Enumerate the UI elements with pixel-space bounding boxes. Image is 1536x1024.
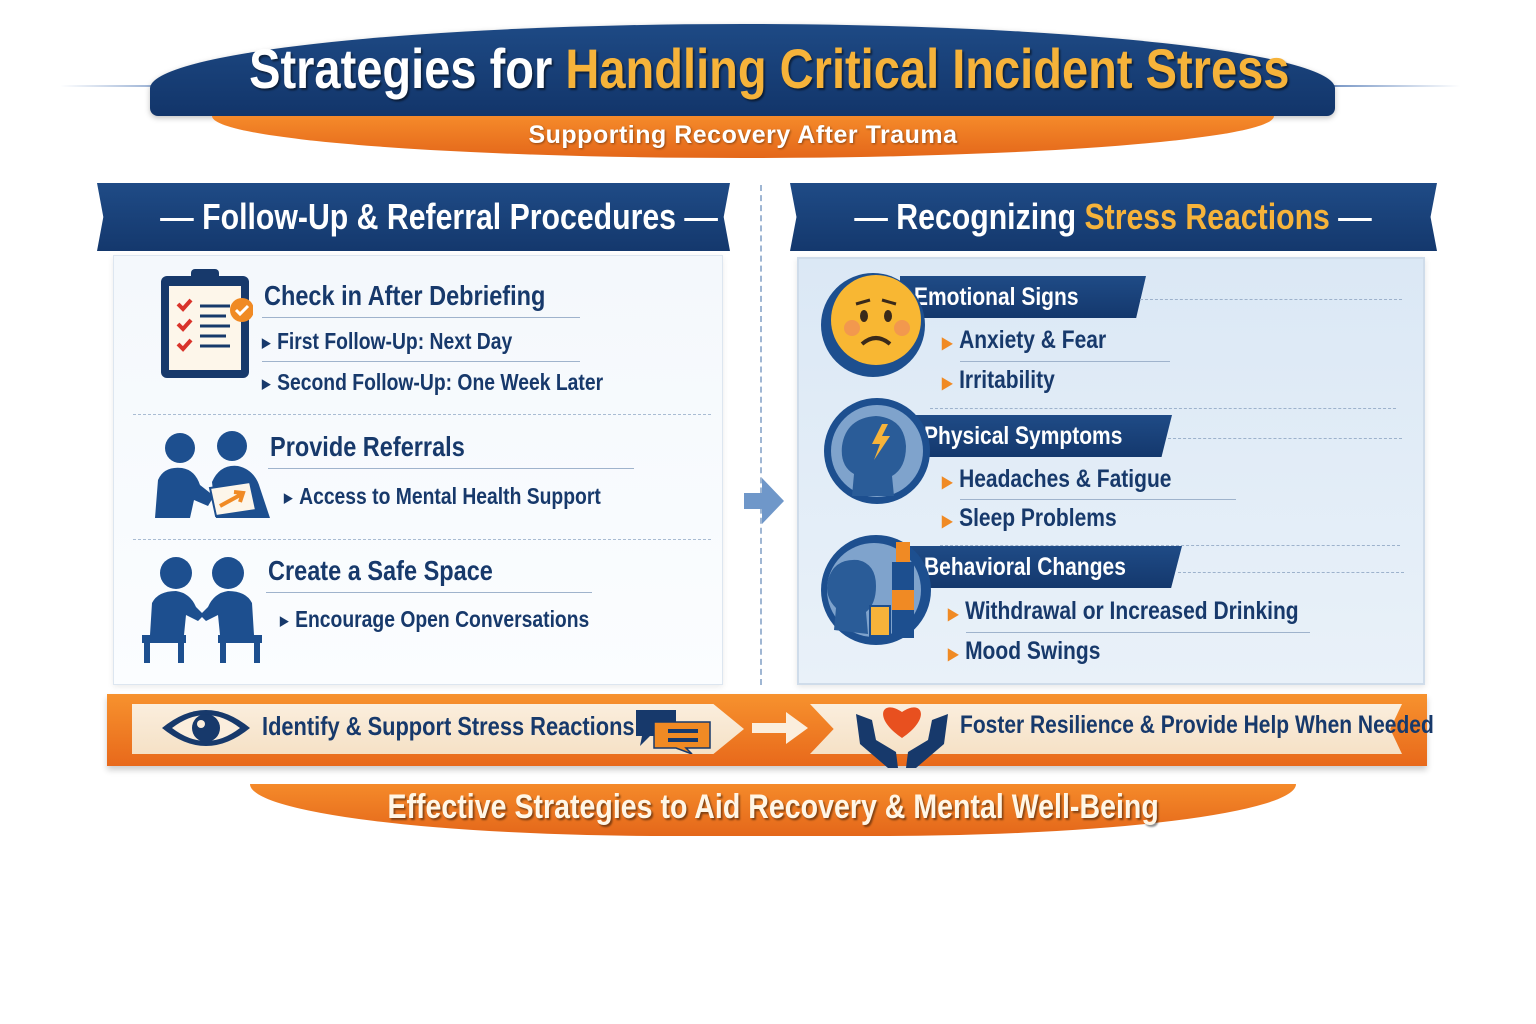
- sad-face-icon: [821, 273, 925, 377]
- footer-title: Effective Strategies to Aid Recovery & M…: [387, 788, 1159, 826]
- dash-rule: [930, 408, 1396, 409]
- divider: [960, 361, 1170, 362]
- dash-rule: [1140, 299, 1402, 300]
- right-title-plain: Recognizing: [896, 196, 1077, 237]
- clipboard-checklist-icon: [161, 269, 253, 378]
- divider: [966, 632, 1310, 633]
- triangle-bullet-icon: ▶: [942, 513, 953, 530]
- chat-bubbles-icon: [636, 710, 711, 754]
- triangle-bullet-icon: ▶: [942, 375, 953, 392]
- tag-physical-symptoms: Physical Symptoms: [910, 415, 1172, 457]
- two-people-talking-icon: [142, 557, 262, 663]
- divider: [268, 468, 634, 469]
- bullet-second-follow-up: ▶Second Follow-Up: One Week Later: [262, 369, 604, 395]
- title-highlight: Handling Critical Incident Stress: [565, 37, 1290, 100]
- person-bottle-icon: [821, 535, 931, 645]
- triangle-bullet-icon: ▶: [280, 612, 289, 628]
- bottom-right-text: Foster Resilience & Provide Help When Ne…: [960, 711, 1434, 739]
- title-plain: Strategies for: [249, 37, 553, 100]
- page-title: Strategies for Handling Critical Inciden…: [150, 36, 1335, 101]
- item-title-check-in: Check in After Debriefing: [264, 280, 546, 311]
- bullet-open-conversations: ▶Encourage Open Conversations: [280, 606, 590, 632]
- triangle-bullet-icon: ▶: [262, 375, 271, 391]
- eye-icon: [162, 710, 250, 746]
- bullet-sleep-problems: ▶Sleep Problems: [942, 504, 1117, 532]
- left-panel-header: Follow-Up & Referral Procedures: [97, 183, 730, 251]
- dash-rule: [1168, 438, 1402, 439]
- bullet-headaches-fatigue: ▶Headaches & Fatigue: [942, 465, 1172, 493]
- tag-emotional-signs: Emotional Signs: [900, 276, 1146, 318]
- triangle-bullet-icon: ▶: [262, 334, 271, 350]
- bullet-withdrawal-drinking: ▶Withdrawal or Increased Drinking: [948, 597, 1299, 625]
- divider: [960, 499, 1236, 500]
- hands-heart-icon: [856, 707, 948, 768]
- tag-behavioral-changes: Behavioral Changes: [910, 546, 1182, 588]
- page-subtitle: Supporting Recovery After Trauma: [528, 121, 958, 149]
- bullet-first-follow-up: ▶First Follow-Up: Next Day: [262, 328, 513, 354]
- item-title-referrals: Provide Referrals: [270, 431, 465, 462]
- left-panel-title: Follow-Up & Referral Procedures: [202, 196, 676, 237]
- bullet-anxiety-fear: ▶Anxiety & Fear: [942, 326, 1107, 354]
- divider: [262, 361, 580, 362]
- bullet-irritability: ▶Irritability: [942, 366, 1055, 394]
- triangle-bullet-icon: ▶: [942, 474, 953, 491]
- section-separator: [133, 414, 711, 415]
- triangle-bullet-icon: ▶: [948, 606, 959, 623]
- dash-rule: [940, 545, 1400, 546]
- divider: [262, 317, 580, 318]
- section-separator: [133, 539, 711, 540]
- item-title-safe-space: Create a Safe Space: [268, 555, 493, 586]
- right-panel-header: Recognizing Stress Reactions: [790, 183, 1437, 251]
- referral-people-icon: [155, 431, 270, 518]
- triangle-bullet-icon: ▶: [948, 646, 959, 663]
- right-title-highlight: Stress Reactions: [1084, 196, 1331, 237]
- bullet-mood-swings: ▶Mood Swings: [948, 637, 1101, 665]
- bottom-left-text: Identify & Support Stress Reactions: [262, 711, 635, 741]
- dash-rule: [1178, 572, 1404, 573]
- head-lightning-icon: [824, 398, 930, 504]
- triangle-bullet-icon: ▶: [942, 335, 953, 352]
- triangle-bullet-icon: ▶: [284, 489, 293, 505]
- divider: [266, 592, 592, 593]
- center-divider: [760, 185, 762, 685]
- right-arrow-icon: [744, 478, 784, 524]
- bullet-mental-health-access: ▶Access to Mental Health Support: [284, 483, 601, 509]
- arrow-right-icon: [752, 712, 808, 744]
